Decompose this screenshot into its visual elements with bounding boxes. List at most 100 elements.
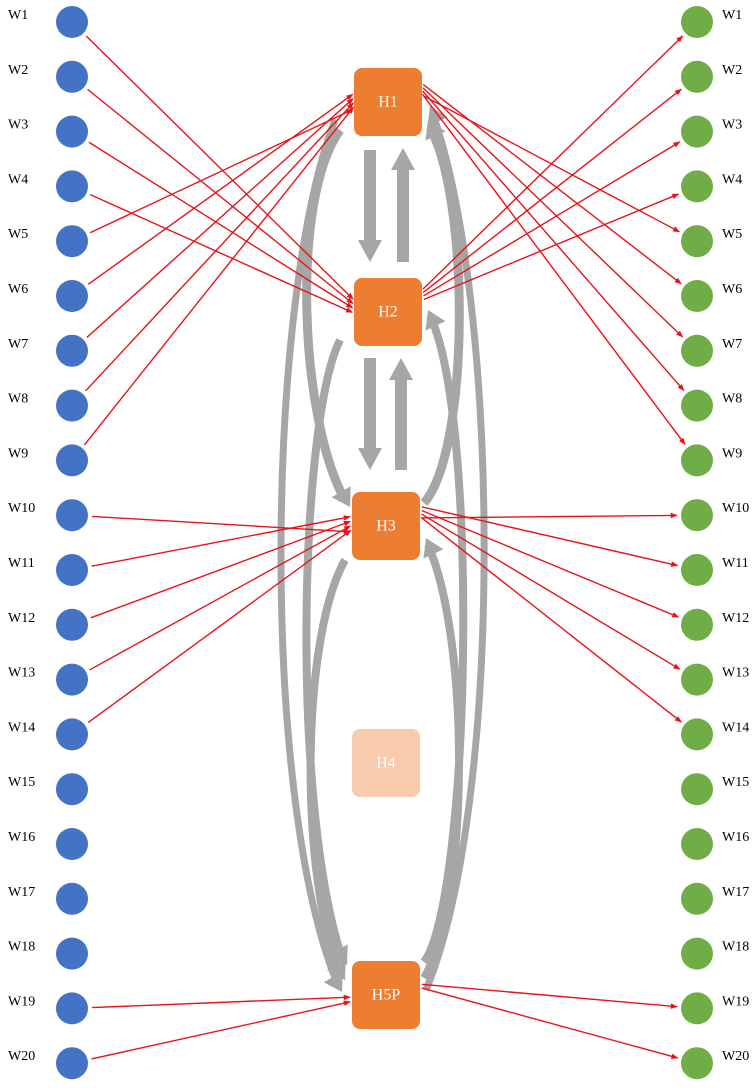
hub-label: H3 bbox=[376, 518, 396, 535]
flow-h1-to-h5p-head bbox=[323, 971, 343, 992]
left-node-w5 bbox=[56, 225, 88, 258]
right-node-w18 bbox=[681, 937, 713, 970]
node-layer: W1W2W3W4W5W6W7W8W9W10W11W12W13W14W15W16W… bbox=[8, 6, 749, 1080]
edge-out-h3-w14 bbox=[420, 516, 682, 723]
right-node-w1 bbox=[681, 6, 713, 38]
right-node-w14 bbox=[681, 718, 713, 751]
edge-in-w8-h1 bbox=[85, 102, 354, 392]
left-node-w20 bbox=[56, 1047, 88, 1080]
flow-h5p-to-h2-head bbox=[425, 310, 446, 331]
flow-h2-to-h5p bbox=[302, 338, 346, 960]
edge-in-w14-h3 bbox=[87, 529, 352, 724]
right-node-label: W14 bbox=[722, 720, 749, 735]
right-node-label: W1 bbox=[722, 8, 742, 23]
right-node-label: W2 bbox=[722, 63, 742, 78]
hub-label: H4 bbox=[376, 755, 396, 772]
left-node-w15 bbox=[56, 773, 88, 806]
left-node-label: W18 bbox=[8, 940, 35, 955]
left-node-w16 bbox=[56, 828, 88, 860]
edge-out-h3-w13 bbox=[421, 513, 681, 670]
edge-in-w3-h2 bbox=[88, 141, 354, 309]
right-node-label: W20 bbox=[722, 1049, 749, 1064]
left-node-label: W7 bbox=[8, 337, 28, 352]
flow-h5p-to-h3 bbox=[420, 543, 463, 981]
edge-in-w5-h1 bbox=[89, 109, 354, 234]
flow-h2-to-h1 bbox=[391, 148, 415, 262]
flow-h5p-to-h1-head bbox=[427, 106, 448, 127]
right-node-w4 bbox=[681, 170, 713, 203]
left-node-w10 bbox=[56, 499, 88, 532]
left-node-w17 bbox=[56, 882, 88, 915]
right-node-w7 bbox=[681, 334, 713, 367]
edge-out-h5p-w20 bbox=[421, 987, 679, 1059]
right-node-w10 bbox=[681, 499, 713, 532]
left-node-label: W16 bbox=[8, 830, 35, 845]
right-node-label: W12 bbox=[722, 611, 749, 626]
right-node-w20 bbox=[681, 1047, 713, 1080]
left-node-w13 bbox=[56, 663, 88, 696]
edge-out-h5p-w19 bbox=[421, 983, 678, 1009]
left-node-w4 bbox=[56, 170, 88, 203]
left-node-label: W4 bbox=[8, 172, 28, 187]
left-node-label: W11 bbox=[8, 556, 35, 571]
right-node-w15 bbox=[681, 773, 713, 806]
left-node-w8 bbox=[56, 389, 88, 422]
left-node-label: W20 bbox=[8, 1049, 35, 1064]
flow-h2-to-h3 bbox=[358, 358, 382, 470]
left-node-label: W1 bbox=[8, 8, 28, 23]
left-node-w19 bbox=[56, 992, 88, 1025]
left-node-label: W10 bbox=[8, 501, 35, 516]
left-node-label: W15 bbox=[8, 775, 35, 790]
flow-h3-to-h2 bbox=[389, 358, 413, 470]
flow-h1-to-h2 bbox=[358, 150, 382, 262]
flow-h3-to-h1 bbox=[420, 125, 464, 506]
left-node-w9 bbox=[56, 444, 88, 477]
edge-in-w1-h2 bbox=[85, 35, 354, 300]
flow-h1-to-h3-head bbox=[331, 486, 351, 507]
edge-in-w10-h3 bbox=[91, 515, 351, 535]
right-node-w17 bbox=[681, 882, 713, 915]
edge-out-h3-w11 bbox=[421, 506, 679, 567]
right-node-w3 bbox=[681, 115, 713, 148]
right-node-label: W18 bbox=[722, 940, 749, 955]
edge-out-h3-w12 bbox=[421, 509, 680, 618]
right-node-label: W11 bbox=[722, 556, 749, 571]
flow-h2-to-h5p-head bbox=[328, 944, 348, 965]
hub-h3 bbox=[352, 492, 420, 560]
hub-flow-layer bbox=[277, 106, 488, 992]
flow-h1-to-h5p bbox=[277, 118, 342, 987]
edge-out-h1-w6 bbox=[422, 83, 682, 285]
edge-in-w9-h1 bbox=[83, 106, 355, 446]
right-node-w16 bbox=[681, 828, 713, 860]
right-node-label: W19 bbox=[722, 994, 749, 1009]
right-node-w8 bbox=[681, 389, 713, 422]
right-node-w11 bbox=[681, 554, 713, 586]
edge-in-w19-h5p bbox=[91, 994, 351, 1009]
hub-label: H1 bbox=[378, 94, 398, 111]
edge-out-h1-w9 bbox=[421, 93, 686, 445]
edge-in-w13-h3 bbox=[89, 525, 352, 671]
hub-label: H2 bbox=[378, 304, 398, 321]
right-node-label: W10 bbox=[722, 501, 749, 516]
hub-h2 bbox=[354, 278, 422, 346]
left-node-label: W3 bbox=[8, 118, 28, 133]
left-node-w7 bbox=[56, 334, 88, 367]
left-node-label: W17 bbox=[8, 885, 35, 900]
left-node-label: W9 bbox=[8, 446, 28, 461]
hub-h1 bbox=[354, 68, 422, 136]
left-node-w6 bbox=[56, 280, 88, 312]
flow-h3-to-h5p bbox=[306, 558, 349, 974]
edge-out-h3-w10 bbox=[421, 512, 678, 519]
left-node-w14 bbox=[56, 718, 88, 751]
right-node-label: W17 bbox=[722, 885, 749, 900]
left-node-label: W12 bbox=[8, 611, 35, 626]
edge-out-h2-w1 bbox=[422, 35, 684, 290]
edge-out-h2-w2 bbox=[422, 88, 682, 294]
hub-h5p bbox=[352, 961, 420, 1029]
right-node-label: W3 bbox=[722, 118, 742, 133]
right-node-w13 bbox=[681, 663, 713, 696]
right-node-label: W13 bbox=[722, 666, 749, 681]
